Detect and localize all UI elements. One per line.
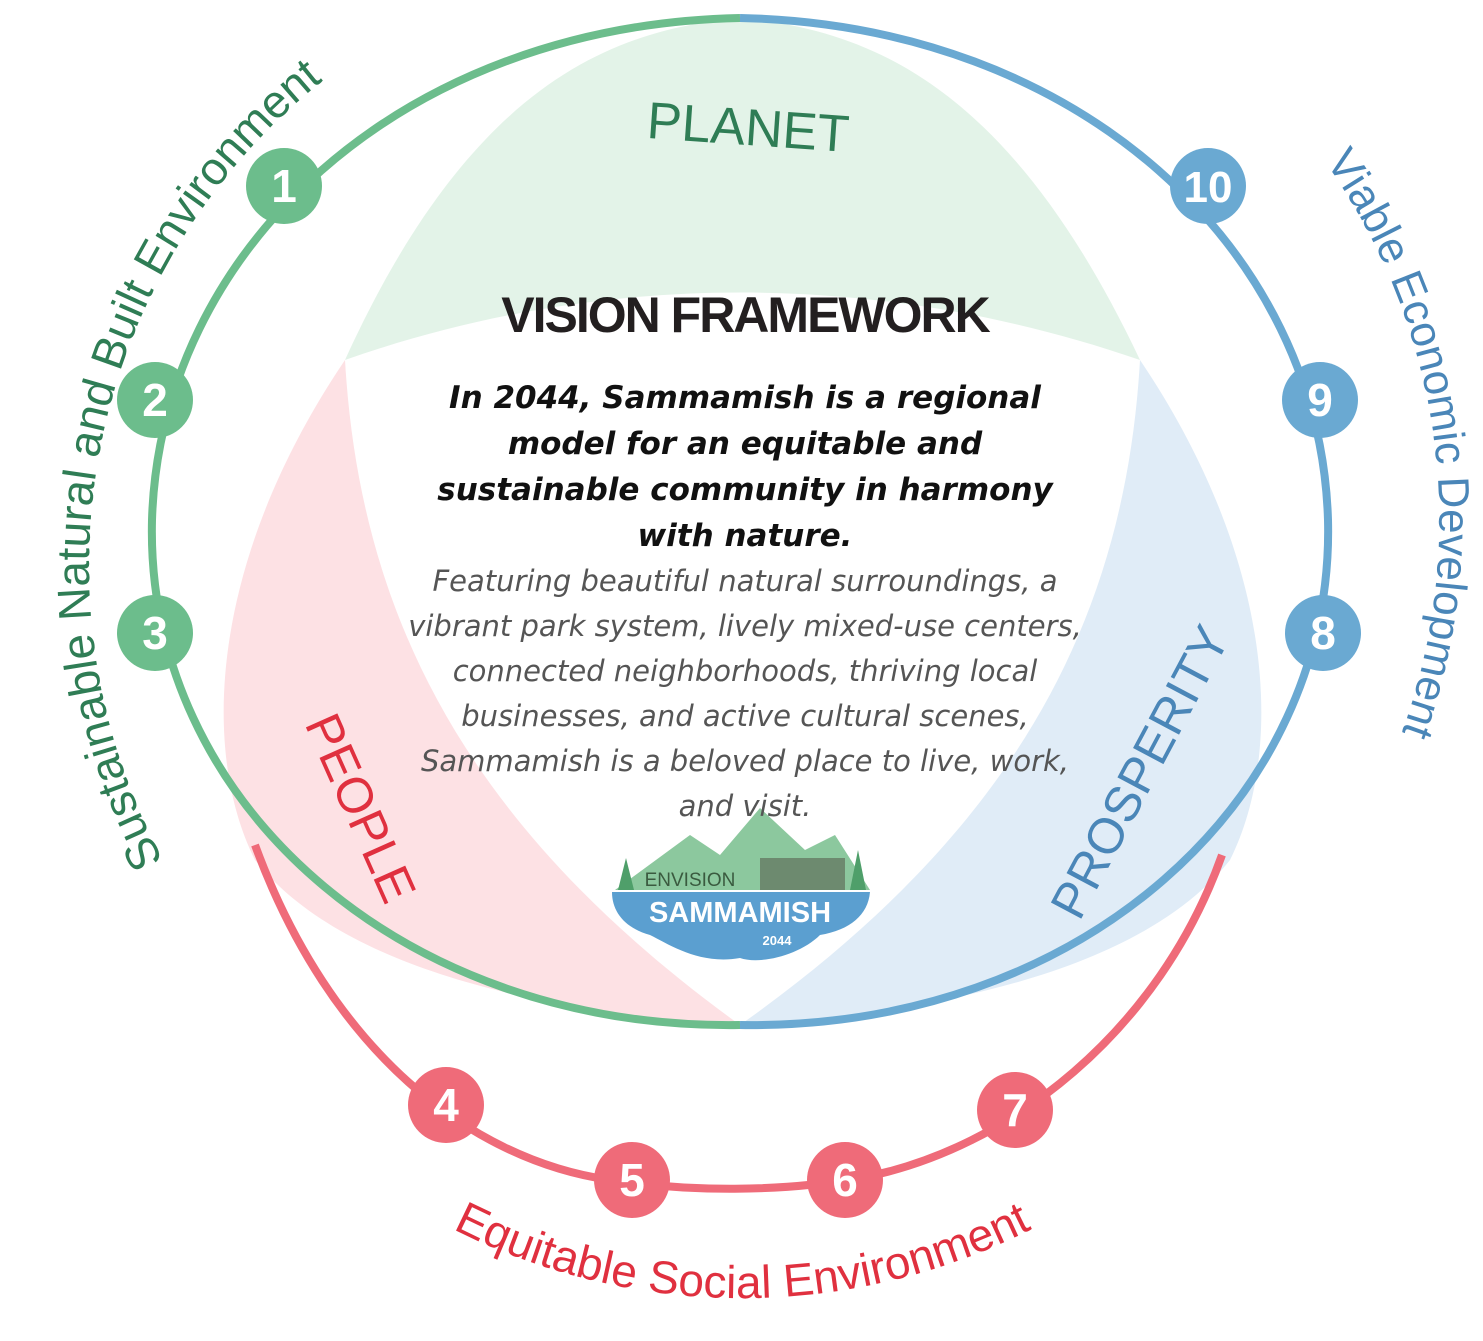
logo-sammamish-text: SAMMAMISH (649, 897, 831, 929)
badge-9: 9 (1282, 362, 1358, 438)
vision-framework-title: VISION FRAMEWORK (501, 287, 990, 343)
badge-2-number: 2 (142, 374, 168, 426)
badge-6: 6 (807, 1142, 883, 1218)
economic-ring (739, 14, 1333, 1030)
badge-4-number: 4 (433, 1079, 459, 1131)
badge-1: 1 (246, 148, 322, 224)
badge-10: 10 (1170, 148, 1246, 224)
badge-10-number: 10 (1184, 163, 1233, 212)
badge-1-number: 1 (271, 160, 297, 212)
logo-trees-left (618, 858, 634, 890)
badge-7-number: 7 (1002, 1084, 1028, 1136)
envision-sammamish-logo: ENVISION SAMMAMISH 2044 (612, 808, 870, 961)
environment-ring (147, 14, 741, 1030)
logo-envision-text: ENVISION (645, 870, 736, 891)
logo-year-text: 2044 (763, 933, 793, 948)
badge-4: 4 (408, 1067, 484, 1143)
badge-8: 8 (1285, 595, 1361, 671)
badge-7: 7 (977, 1072, 1053, 1148)
social-ring (251, 843, 1226, 1193)
vision-statement: In 2044, Sammamish is a regional model f… (437, 380, 1053, 554)
badge-6-number: 6 (832, 1154, 858, 1206)
logo-town (760, 858, 845, 890)
prosperity-lens (740, 360, 1262, 1025)
badge-3-number: 3 (142, 607, 168, 659)
pillar-planet-label: PLANET (645, 92, 851, 164)
badge-5: 5 (594, 1142, 670, 1218)
badge-9-number: 9 (1307, 374, 1333, 426)
planet-lens (345, 18, 1140, 360)
vision-description: Featuring beautiful natural surroundings… (408, 564, 1082, 823)
logo-lake (612, 892, 870, 961)
vision-text-block: VISION FRAMEWORK In 2044, Sammamish is a… (395, 285, 1095, 829)
badge-3: 3 (117, 595, 193, 671)
badge-2: 2 (117, 362, 193, 438)
social-label: Equitable Social Environment (448, 1191, 1037, 1308)
logo-trees-right (850, 850, 866, 890)
people-lens (223, 360, 740, 1025)
badge-5-number: 5 (619, 1154, 645, 1206)
badge-8-number: 8 (1310, 607, 1336, 659)
